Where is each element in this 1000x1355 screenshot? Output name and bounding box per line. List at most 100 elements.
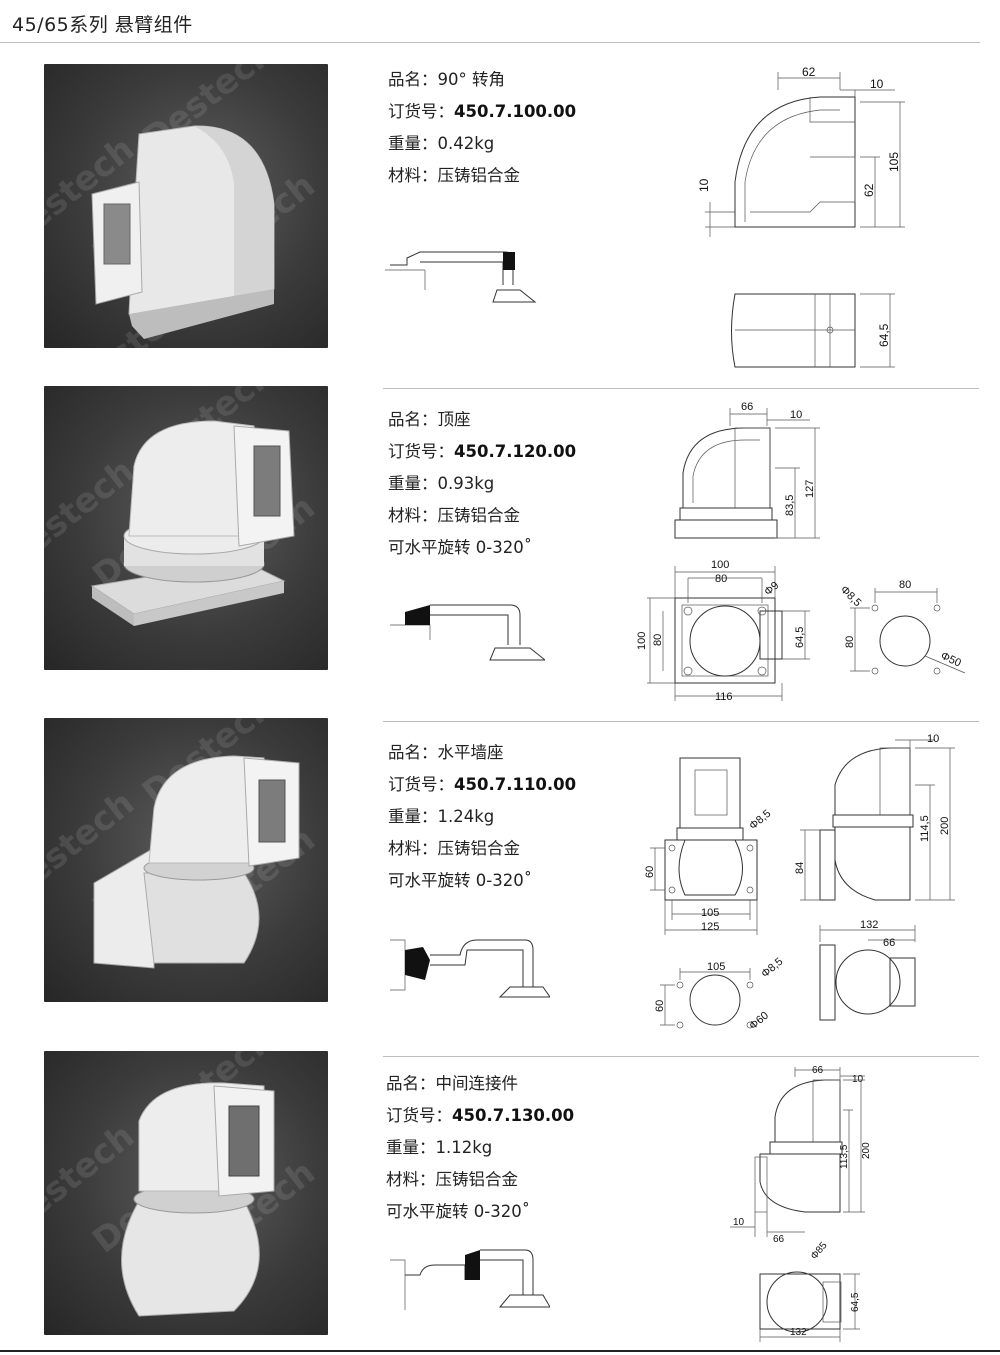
dim-label: 100 bbox=[636, 632, 648, 650]
name-label: 品名： bbox=[386, 1074, 436, 1093]
weight-label: 重量： bbox=[386, 1138, 436, 1157]
page-bottom-rule bbox=[0, 1350, 1000, 1352]
dimension-drawing-4: 66 10 113,5 200 10 66 Φ85 64,5 132 bbox=[730, 1065, 872, 1342]
page-title: 45/65系列 悬臂组件 bbox=[12, 14, 193, 36]
name-label: 品名： bbox=[388, 410, 438, 429]
mounting-schematic-3 bbox=[390, 939, 550, 998]
dim-label: 66 bbox=[773, 1234, 785, 1245]
dim-label: 10 bbox=[870, 77, 884, 91]
section-divider bbox=[383, 388, 979, 389]
dim-label: 132 bbox=[860, 919, 878, 931]
dim-label: 80 bbox=[899, 579, 911, 591]
dim-label: 60 bbox=[644, 866, 656, 878]
dim-label: 105 bbox=[887, 152, 901, 172]
material-label: 材料： bbox=[386, 1170, 436, 1189]
dim-label: 116 bbox=[715, 691, 733, 703]
mounting-schematic-2 bbox=[390, 604, 545, 661]
weight-value: 1.24kg bbox=[437, 807, 495, 826]
rotation-note: 可水平旋转 0-320˚ bbox=[386, 1202, 530, 1221]
order-number: 450.7.130.00 bbox=[452, 1106, 575, 1125]
dim-label: 10 bbox=[852, 1074, 864, 1085]
dim-label: 100 bbox=[711, 559, 729, 571]
product-name: 顶座 bbox=[437, 410, 471, 429]
product-photo-middle-connector: Destech Destech Destech Destech bbox=[44, 1051, 328, 1335]
product-info-4: 品名：中间连接件 订货号：450.7.130.00 重量：1.12kg 材料：压… bbox=[386, 1068, 574, 1228]
order-label: 订货号： bbox=[388, 442, 454, 461]
dim-label: 10 bbox=[790, 409, 802, 421]
order-number: 450.7.120.00 bbox=[454, 442, 577, 461]
mounting-schematic-4 bbox=[390, 1249, 550, 1310]
dim-label: 66 bbox=[883, 937, 895, 949]
name-label: 品名： bbox=[388, 743, 438, 762]
dim-label: 125 bbox=[701, 921, 719, 933]
order-number: 450.7.110.00 bbox=[454, 775, 577, 794]
material-label: 材料： bbox=[388, 166, 438, 185]
dim-label: 64,5 bbox=[794, 627, 806, 648]
mounting-schematic-1 bbox=[385, 251, 537, 303]
product-name: 90° 转角 bbox=[437, 70, 506, 89]
rotation-note: 可水平旋转 0-320˚ bbox=[388, 871, 532, 890]
dim-label: Φ60 bbox=[747, 1010, 771, 1033]
order-number: 450.7.100.00 bbox=[454, 102, 577, 121]
product-photo-top-mount: Destech Destech Destech Destech bbox=[44, 386, 328, 670]
dim-label: Φ9 bbox=[762, 580, 781, 599]
weight-value: 0.93kg bbox=[437, 474, 495, 493]
dim-label: 64,5 bbox=[850, 1292, 861, 1312]
dimension-drawing-1: 62 10 105 62 10 64,5 bbox=[697, 65, 905, 368]
dim-label: 10 bbox=[733, 1217, 745, 1228]
weight-label: 重量： bbox=[388, 807, 438, 826]
dim-label: 105 bbox=[707, 961, 725, 973]
dim-label: 84 bbox=[794, 862, 806, 874]
dim-label: 66 bbox=[812, 1065, 824, 1076]
dim-label: 80 bbox=[715, 573, 727, 585]
dim-label: 10 bbox=[927, 733, 939, 745]
product-info-1: 品名：90° 转角 订货号：450.7.100.00 重量：0.42kg 材料：… bbox=[388, 64, 576, 192]
page-header: 45/65系列 悬臂组件 bbox=[0, 0, 980, 43]
dim-label: 62 bbox=[862, 183, 876, 197]
product-name: 中间连接件 bbox=[435, 1074, 519, 1093]
dimension-drawing-3: Φ8,5 60 105 125 10 114,5 200 84 105 Φ8,5… bbox=[644, 733, 955, 1033]
dim-label: 10 bbox=[697, 178, 711, 192]
rotation-note: 可水平旋转 0-320˚ bbox=[388, 538, 532, 557]
dim-label: Φ85 bbox=[809, 1240, 830, 1262]
dim-label: 132 bbox=[790, 1327, 807, 1338]
dim-label: 80 bbox=[652, 634, 664, 646]
dim-label: Φ8,5 bbox=[759, 956, 785, 981]
dim-label: 113,5 bbox=[839, 1144, 850, 1169]
material-value: 压铸铝合金 bbox=[435, 1170, 519, 1189]
dim-label: 62 bbox=[802, 65, 816, 79]
dim-label: 64,5 bbox=[877, 323, 891, 347]
weight-value: 0.42kg bbox=[437, 134, 495, 153]
material-value: 压铸铝合金 bbox=[437, 506, 521, 525]
dim-label: 114,5 bbox=[919, 815, 931, 842]
product-info-3: 品名：水平墙座 订货号：450.7.110.00 重量：1.24kg 材料：压铸… bbox=[388, 737, 576, 897]
dim-label: 83,5 bbox=[784, 495, 796, 516]
dim-label: 66 bbox=[741, 401, 753, 413]
dimension-drawing-2: 66 10 127 83,5 100 80 Φ9 100 80 64,5 116… bbox=[636, 401, 966, 703]
weight-value: 1.12kg bbox=[435, 1138, 493, 1157]
dim-label: Φ8,5 bbox=[747, 808, 773, 833]
dim-label: 60 bbox=[654, 1000, 666, 1012]
dim-label: 105 bbox=[701, 907, 719, 919]
weight-label: 重量： bbox=[388, 474, 438, 493]
dim-label: 127 bbox=[804, 480, 816, 498]
product-photo-corner: Destech Destech Destech Destech Destech bbox=[44, 64, 328, 348]
product-name: 水平墙座 bbox=[437, 743, 504, 762]
product-info-2: 品名：顶座 订货号：450.7.120.00 重量：0.93kg 材料：压铸铝合… bbox=[388, 404, 576, 564]
section-divider bbox=[383, 1056, 979, 1057]
material-label: 材料： bbox=[388, 839, 438, 858]
order-label: 订货号： bbox=[386, 1106, 452, 1125]
order-label: 订货号： bbox=[388, 102, 454, 121]
name-label: 品名： bbox=[388, 70, 438, 89]
dim-label: Φ8,5 bbox=[838, 584, 864, 610]
dim-label: 200 bbox=[861, 1142, 872, 1159]
dim-label: 200 bbox=[939, 817, 951, 835]
order-label: 订货号： bbox=[388, 775, 454, 794]
material-value: 压铸铝合金 bbox=[437, 166, 521, 185]
weight-label: 重量： bbox=[388, 134, 438, 153]
dim-label: 80 bbox=[844, 636, 856, 648]
material-value: 压铸铝合金 bbox=[437, 839, 521, 858]
product-photo-wall-mount: Destech Destech Destech Destech bbox=[44, 718, 328, 1002]
material-label: 材料： bbox=[388, 506, 438, 525]
section-divider bbox=[383, 721, 979, 722]
